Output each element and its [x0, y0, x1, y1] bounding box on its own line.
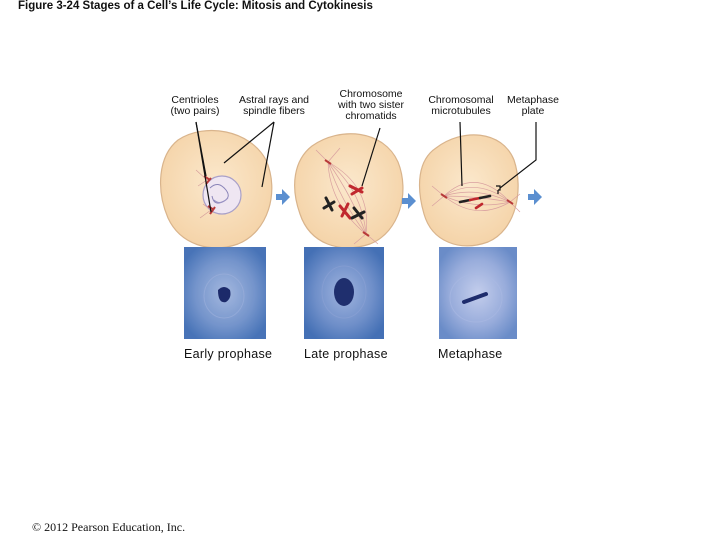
arrow-right-3-icon: [528, 189, 542, 205]
label-centrioles: Centrioles (two pairs): [170, 94, 220, 117]
micrograph-early-prophase: [184, 247, 266, 339]
cell-early-prophase: [159, 129, 273, 249]
copyright-notice: © 2012 Pearson Education, Inc.: [32, 520, 186, 534]
cell-metaphase: [418, 134, 521, 247]
label-astral-rays: Astral rays and spindle fibers: [238, 94, 310, 117]
leader-lines-metaphase: [459, 121, 537, 189]
leader-lines-early: [195, 121, 275, 213]
label-chromosomal-microtubules: Chromosomal microtubules: [428, 94, 494, 117]
stage-label-early-prophase: Early prophase: [184, 347, 273, 361]
arrow-right-2-icon: [402, 193, 416, 209]
label-metaphase-plate: Metaphase plate: [507, 94, 559, 117]
cell-late-prophase: [294, 133, 404, 249]
stage-label-late-prophase: Late prophase: [304, 347, 388, 361]
micrograph-late-prophase: [304, 247, 384, 339]
stage-label-metaphase: Metaphase: [438, 347, 503, 361]
arrow-right-1-icon: [276, 189, 290, 205]
micrograph-metaphase: [439, 247, 517, 339]
label-chromosome: Chromosome with two sister chromatids: [338, 88, 404, 122]
leader-line-chromosome: [361, 127, 381, 187]
figure-title: Figure 3-24 Stages of a Cell’s Life Cycl…: [18, 0, 373, 12]
